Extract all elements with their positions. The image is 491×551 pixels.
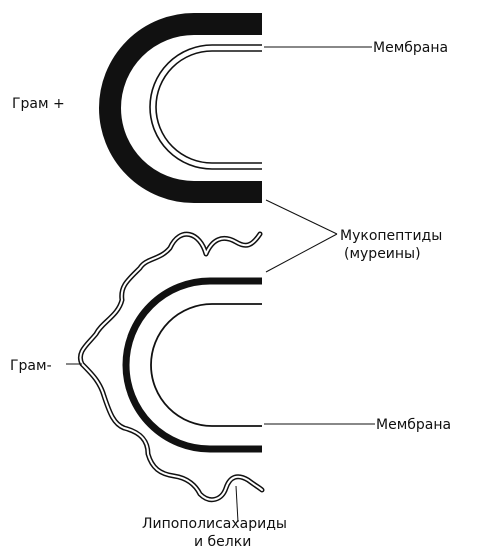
label-and-proteins: и белки	[194, 534, 251, 550]
label-mureins: (муреины)	[344, 246, 421, 262]
label-membrane-bottom: Мембрана	[376, 417, 451, 433]
gram-positive-membrane-inner	[156, 51, 262, 163]
leader-mucopeptides-to-gram-neg	[266, 234, 337, 272]
gram-positive-murein-layer	[110, 24, 262, 192]
label-gram-negative: Грам-	[10, 358, 52, 374]
gram-negative-membrane	[151, 304, 262, 426]
gram-negative-outer-membrane-core	[80, 234, 262, 500]
gram-positive-membrane-outer	[150, 45, 262, 169]
label-lipopolysaccharides: Липополисахариды	[142, 516, 287, 532]
leader-mucopeptides-to-gram-pos	[266, 200, 337, 234]
gram-negative-outer-membrane	[80, 234, 262, 500]
gram-negative-wall	[80, 234, 262, 500]
label-mucopeptides: Мукопептиды	[340, 228, 442, 244]
gram-positive-wall	[110, 24, 262, 192]
label-gram-positive: Грам +	[12, 96, 65, 112]
label-membrane-top: Мембрана	[373, 40, 448, 56]
